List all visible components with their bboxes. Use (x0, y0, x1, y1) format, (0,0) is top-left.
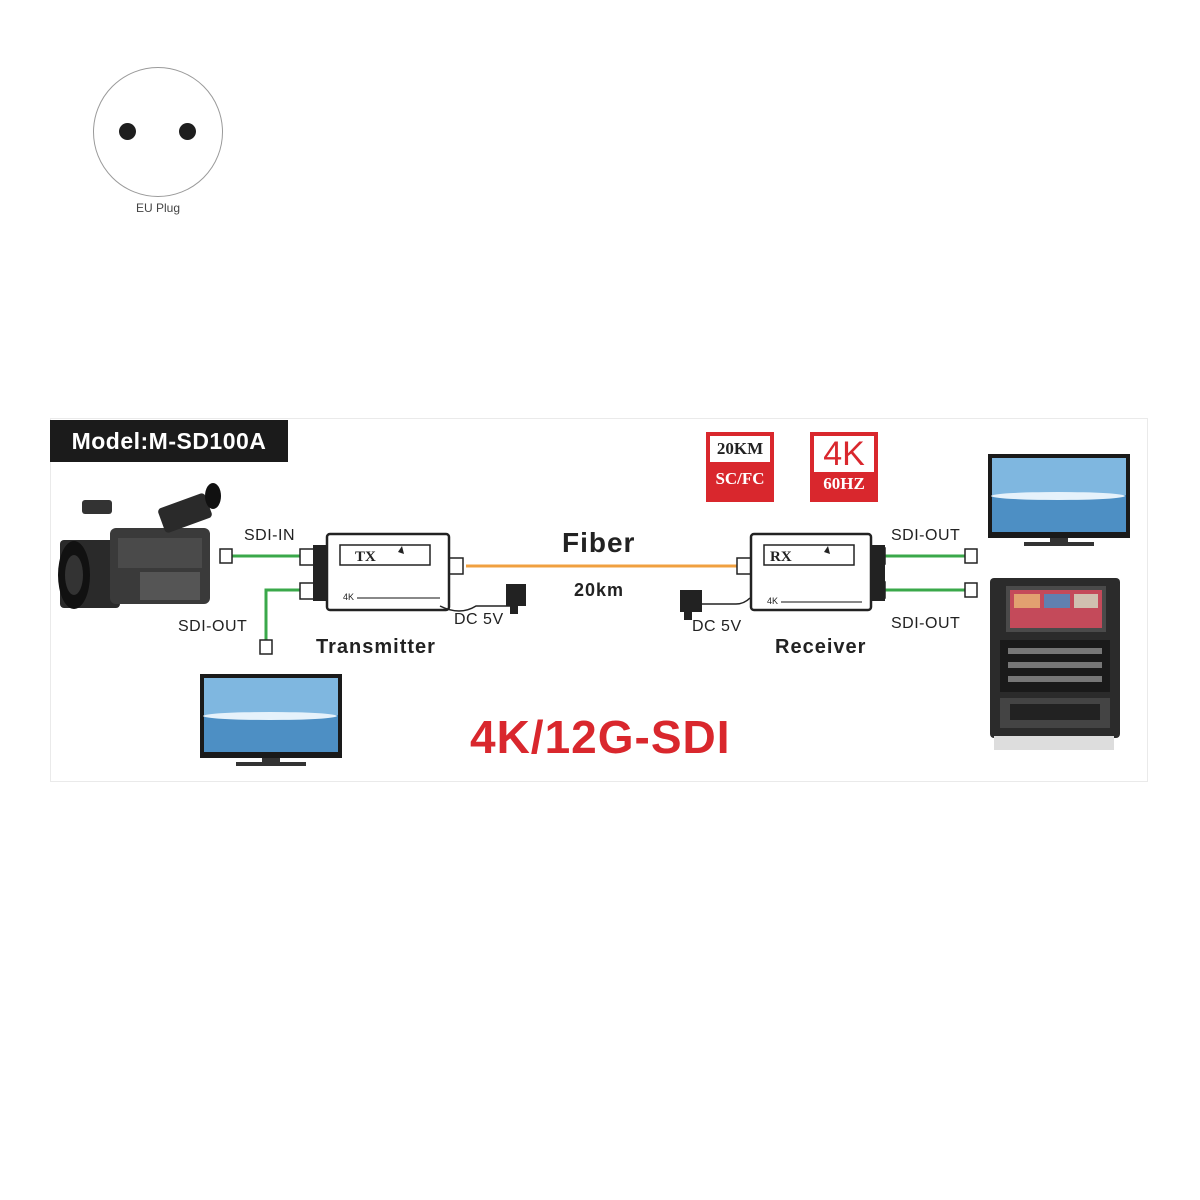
svg-text:4K: 4K (343, 592, 354, 602)
plug-pin-left (119, 123, 136, 140)
svg-text:4K: 4K (767, 596, 778, 606)
receiver-box: RX 4K (749, 532, 885, 612)
plug-label: EU Plug (135, 201, 181, 215)
resolution-badge-bottom: 60HZ (823, 474, 865, 493)
tx-power-label: DC 5V (454, 611, 504, 628)
receiver-label: Receiver (775, 636, 867, 658)
rx-sdi-out-label-1: SDI-OUT (891, 527, 961, 544)
fiber-label: Fiber (562, 527, 636, 558)
distance-badge: 20KM SC/FC (706, 432, 774, 502)
resolution-badge: 4K 60HZ (810, 432, 878, 502)
rx-sdi-out-label-2: SDI-OUT (891, 615, 961, 632)
model-tag: Model:M-SD100A (50, 420, 288, 462)
monitor-rx-icon (988, 454, 1130, 546)
transmitter-box: TX 4K (313, 532, 451, 612)
plug-pin-right (179, 123, 196, 140)
resolution-badge-top: 4K (814, 436, 874, 472)
svg-text:TX: TX (355, 549, 376, 565)
distance-badge-top: 20KM (710, 436, 770, 462)
eu-plug-icon (93, 67, 223, 197)
distance-badge-bottom: SC/FC (715, 469, 765, 488)
broadcast-station-icon (990, 578, 1120, 750)
rx-power-label: DC 5V (692, 618, 742, 635)
power-adapter-tx-icon (439, 584, 526, 614)
svg-text:RX: RX (770, 549, 792, 565)
camcorder-icon (58, 483, 221, 609)
fiber-distance-label: 20km (574, 580, 625, 600)
diagram-title: 4K/12G-SDI (470, 711, 731, 763)
sdi-out-cable-tx (264, 588, 300, 640)
tx-sdi-in-label: SDI-IN (244, 527, 295, 544)
monitor-tx-icon (200, 674, 342, 766)
transmitter-label: Transmitter (316, 636, 436, 658)
power-adapter-rx-icon (680, 590, 751, 620)
tx-sdi-out-label: SDI-OUT (178, 618, 248, 635)
